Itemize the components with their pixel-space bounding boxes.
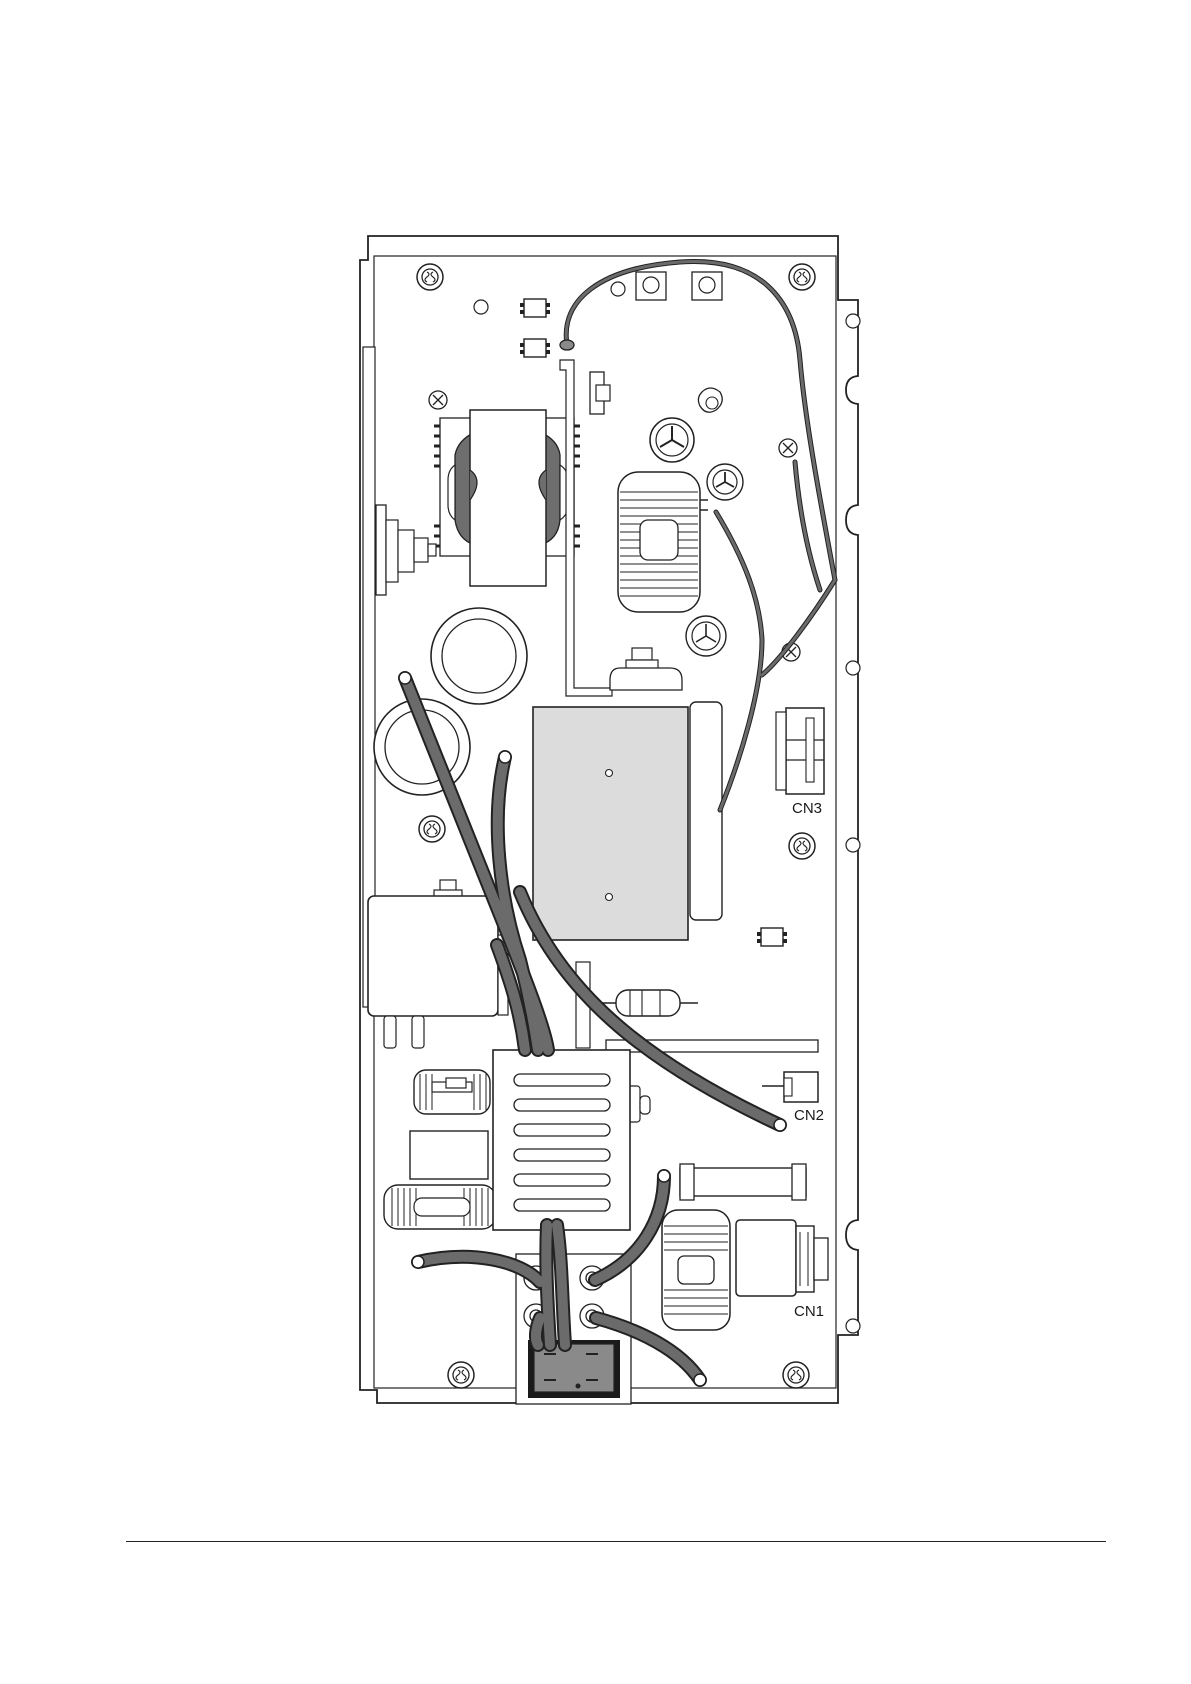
cn3-label: CN3 xyxy=(792,800,822,817)
vented-cover xyxy=(493,1050,650,1230)
fuse xyxy=(680,1164,806,1200)
footer-rule xyxy=(126,1541,1106,1542)
line-filter-coil xyxy=(662,1210,730,1330)
cn1-connector xyxy=(736,1220,828,1296)
chip-right xyxy=(757,928,787,946)
heatsink xyxy=(533,702,722,940)
cn3-connector xyxy=(776,708,824,794)
cn1-label: CN1 xyxy=(794,1303,824,1320)
toroid-coil xyxy=(618,472,708,612)
cn2-label: CN2 xyxy=(794,1107,824,1124)
